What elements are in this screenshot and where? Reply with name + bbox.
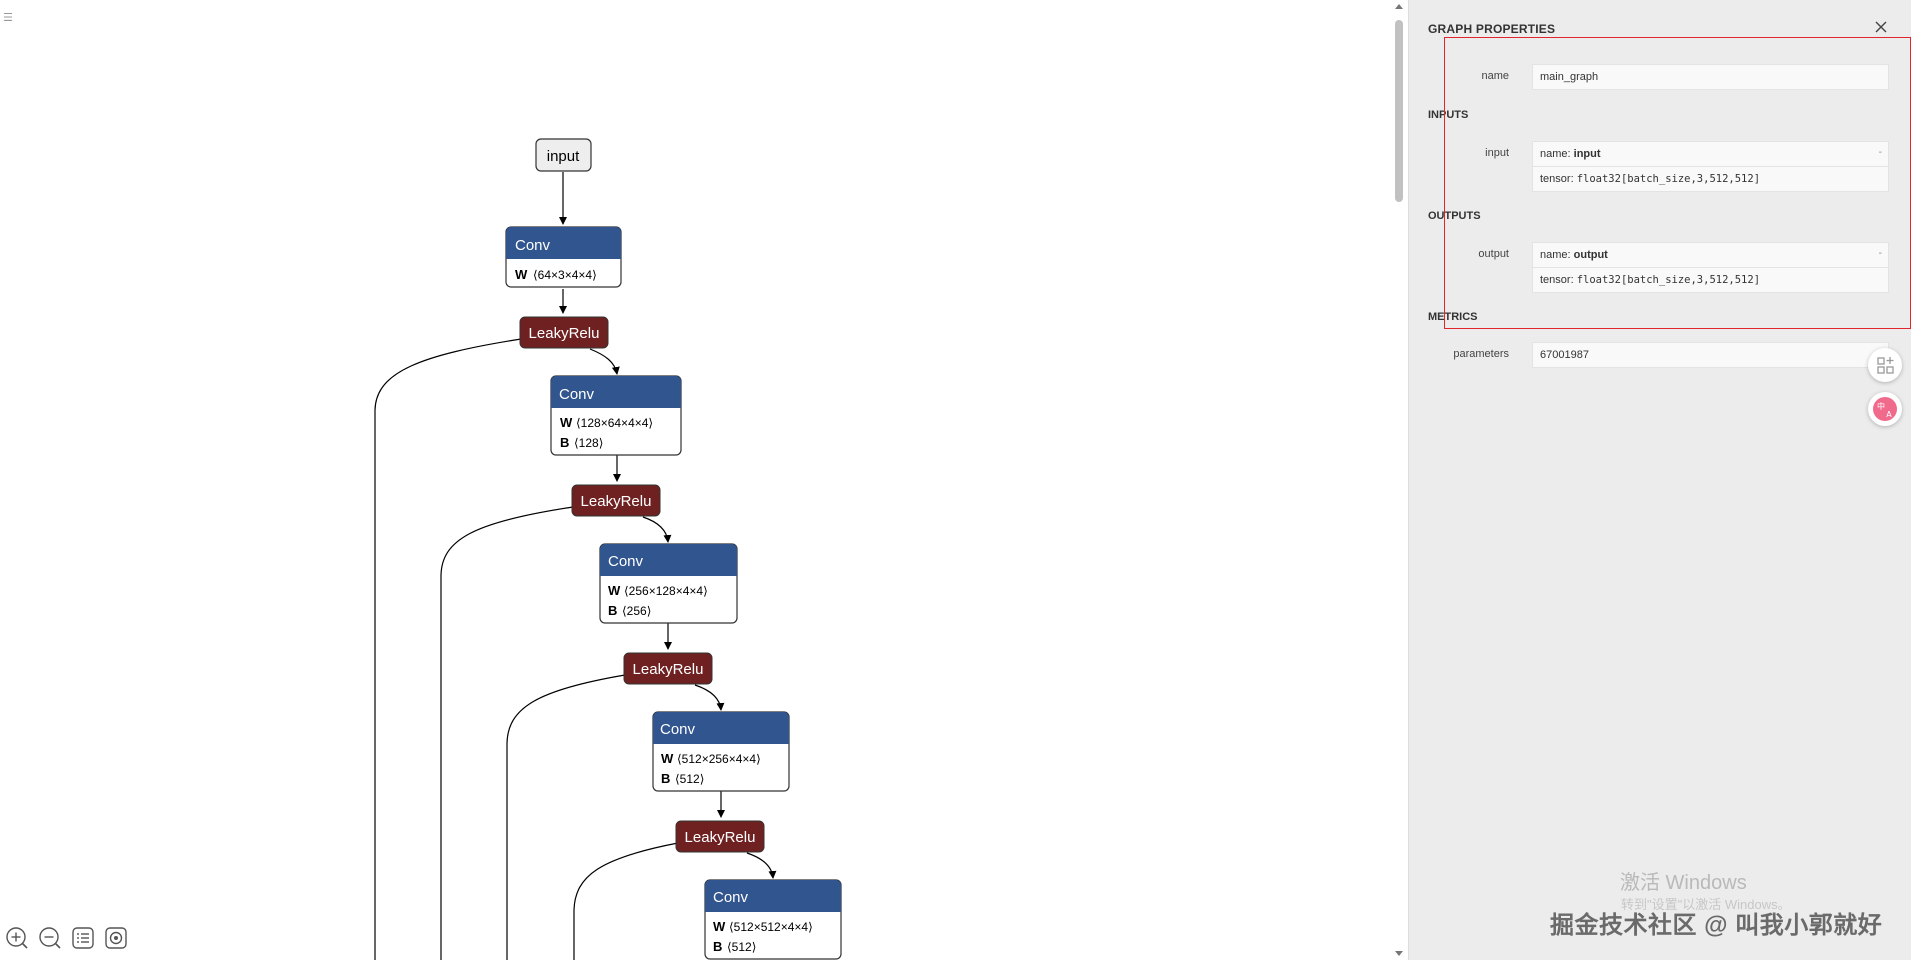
graph-canvas[interactable]: ☰ input [0, 0, 1390, 960]
svg-text:中: 中 [1877, 401, 1885, 411]
graph-node-leakyrelu[interactable]: LeakyRelu [623, 652, 713, 685]
attr-value: ⟨256⟩ [622, 604, 651, 618]
input-tensor-prefix: tensor: [1540, 173, 1577, 185]
edge [642, 516, 672, 543]
model-graph: input Conv W ⟨64×3×4×4⟩ LeakyRelu Conv W… [374, 138, 842, 960]
node-label: LeakyRelu [529, 325, 600, 342]
attr-key: B [661, 771, 670, 786]
attr-key: B [608, 603, 617, 618]
graph-node-input[interactable]: input [535, 138, 592, 172]
input-name-value: input [1573, 148, 1601, 160]
node-label: LeakyRelu [633, 661, 704, 678]
parameters-label: parameters [1453, 348, 1509, 360]
attr-value: ⟨512⟩ [675, 772, 704, 786]
attr-key: W [515, 267, 528, 282]
community-watermark: 掘金技术社区 @ 叫我小郭就好 [1550, 912, 1883, 939]
node-label: Conv [559, 386, 595, 403]
attr-value: ⟨256×128×4×4⟩ [624, 584, 708, 598]
output-tensor-prefix: tensor: [1540, 274, 1577, 286]
translate-icon[interactable]: 中 A [1868, 392, 1902, 426]
edge [440, 506, 574, 960]
edge [374, 338, 522, 960]
close-icon[interactable] [1873, 19, 1889, 35]
node-label: Conv [713, 889, 749, 906]
output-name-line: name: output - [1533, 243, 1888, 267]
output-tensor-value: float32[batch_size,3,512,512] [1576, 274, 1761, 286]
graph-edges [374, 172, 777, 960]
input-name-line: name: input - [1533, 142, 1888, 166]
input-name-prefix: name: [1540, 148, 1574, 160]
name-label: name [1481, 70, 1509, 82]
edge [589, 348, 620, 375]
zoom-out-icon[interactable] [38, 926, 62, 950]
graph-node-leakyrelu[interactable]: LeakyRelu [675, 820, 765, 853]
input-tensor-value: float32[batch_size,3,512,512] [1576, 173, 1761, 185]
graph-properties-sidebar: GRAPH PROPERTIES name main_graph INPUTS … [1408, 0, 1911, 960]
attr-value: ⟨512×512×4×4⟩ [729, 920, 813, 934]
attr-key: B [713, 939, 722, 954]
attr-key: W [661, 751, 674, 766]
qr-scan-icon[interactable] [1868, 348, 1902, 382]
expand-icon[interactable]: - [1878, 147, 1882, 158]
input-argument[interactable]: name: input - tensor: float32[batch_size… [1532, 141, 1889, 192]
windows-activation-subtitle: 转到"设置"以激活 Windows。 [1621, 897, 1791, 912]
expand-icon[interactable]: - [1878, 248, 1882, 259]
node-label: input [547, 148, 580, 165]
attr-value: ⟨128⟩ [574, 436, 603, 450]
output-argument[interactable]: name: output - tensor: float32[batch_siz… [1532, 242, 1889, 293]
attr-value: ⟨512×256×4×4⟩ [677, 752, 761, 766]
edge [746, 852, 777, 879]
sidebar-title: GRAPH PROPERTIES [1428, 22, 1556, 36]
name-value: main_graph [1540, 71, 1599, 83]
graph-node-conv[interactable]: Conv W ⟨128×64×4×4⟩ B ⟨128⟩ [550, 375, 682, 456]
edge [694, 684, 725, 711]
graph-node-conv[interactable]: Conv W ⟨512×512×4×4⟩ B ⟨512⟩ [704, 879, 842, 960]
attr-value: ⟨512⟩ [727, 940, 756, 954]
attr-key: W [713, 919, 726, 934]
graph-node-leakyrelu[interactable]: LeakyRelu [519, 316, 609, 349]
node-label: Conv [660, 721, 696, 738]
scrollbar-thumb[interactable] [1395, 20, 1403, 202]
outputs-section-title: OUTPUTS [1428, 210, 1481, 222]
input-tensor-line: tensor: float32[batch_size,3,512,512] [1533, 166, 1888, 191]
node-label: LeakyRelu [581, 493, 652, 510]
parameters-field[interactable]: 67001987 [1532, 342, 1889, 368]
output-name-prefix: name: [1540, 249, 1574, 261]
windows-activation-watermark: 激活 Windows [1620, 872, 1747, 894]
graph-node-conv[interactable]: Conv W ⟨512×256×4×4⟩ B ⟨512⟩ [652, 711, 790, 792]
target-icon[interactable] [104, 926, 128, 950]
list-icon[interactable] [71, 926, 95, 950]
node-label: Conv [515, 237, 551, 254]
inputs-section-title: INPUTS [1428, 109, 1469, 121]
output-tensor-line: tensor: float32[batch_size,3,512,512] [1533, 267, 1888, 292]
parameters-value: 67001987 [1540, 349, 1589, 361]
svg-text:A: A [1886, 410, 1892, 419]
output-label: output [1478, 248, 1509, 260]
output-name-value: output [1573, 249, 1608, 261]
edge [506, 674, 626, 960]
canvas-scrollbar[interactable] [1390, 0, 1408, 960]
graph-node-conv[interactable]: Conv W ⟨64×3×4×4⟩ [505, 226, 622, 288]
graph-node-leakyrelu[interactable]: LeakyRelu [571, 484, 661, 517]
attr-key: B [560, 435, 569, 450]
zoom-in-icon[interactable] [5, 926, 29, 950]
attr-value: ⟨64×3×4×4⟩ [533, 268, 597, 282]
graph-node-conv[interactable]: Conv W ⟨256×128×4×4⟩ B ⟨256⟩ [599, 543, 738, 624]
metrics-section-title: METRICS [1428, 311, 1478, 323]
node-label: LeakyRelu [685, 829, 756, 846]
menu-icon[interactable]: ☰ [3, 12, 13, 24]
name-field[interactable]: main_graph [1532, 64, 1889, 90]
scroll-up-arrow-icon[interactable] [1395, 4, 1403, 9]
edge [573, 842, 679, 960]
attr-key: W [608, 583, 621, 598]
input-label: input [1485, 147, 1509, 159]
attr-value: ⟨128×64×4×4⟩ [576, 416, 653, 430]
attr-key: W [560, 415, 573, 430]
scroll-down-arrow-icon[interactable] [1395, 951, 1403, 956]
node-label: Conv [608, 553, 644, 570]
